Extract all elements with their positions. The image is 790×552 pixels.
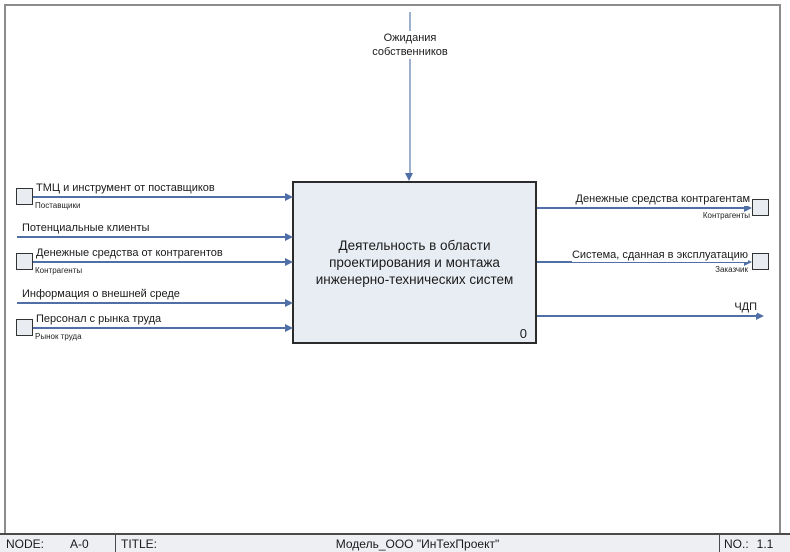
source-box-contractors [16,253,33,270]
source-label: Контрагенты [35,266,83,275]
input-arrowhead-icon [285,324,293,332]
function-box-number: 0 [519,326,527,341]
control-arrowhead-icon [405,173,413,181]
input-arrow-line [33,261,285,263]
input-arrowhead-icon [285,258,293,266]
target-label: Контрагенты [702,211,750,220]
input-arrowhead-icon [285,299,293,307]
node-label: NODE: [6,536,45,551]
input-label: ТМЦ и инструмент от поставщиков [36,182,215,195]
footer-number-cell: NO.: 1.1 [719,535,790,552]
input-arrow-line [33,327,285,329]
input-label: Информация о внешней среде [22,288,180,301]
number-label: NO.: [724,536,749,551]
source-box-labor-market [16,319,33,336]
target-label: Заказчик [715,265,748,274]
output-arrow-line [537,261,744,263]
number-value: 1.1 [756,536,774,551]
footer-node-cell: NODE: A-0 [0,535,116,552]
input-label: Денежные средства от контрагентов [36,247,223,260]
input-label: Персонал с рынка труда [36,313,162,326]
input-arrow-line [33,196,285,198]
output-label: Денежные средства контрагентам [575,193,750,206]
input-arrow-line [17,236,285,238]
source-label: Поставщики [35,201,81,210]
output-arrowhead-icon [744,204,752,212]
source-box-suppliers [16,188,33,205]
node-value: A-0 [70,536,89,551]
footer-bar: NODE: A-0 TITLE: Модель_ООО "ИнТехПроект… [0,533,790,552]
control-arrow-line [409,12,411,175]
input-label: Потенциальные клиенты [22,222,150,235]
output-arrowhead-icon [756,312,764,320]
title-value: Модель_ООО "ИнТехПроект" [335,536,500,551]
function-box-title: Деятельность в области проектирования и … [315,238,514,287]
output-arrow-line [537,207,744,209]
function-box[interactable]: Деятельность в области проектирования и … [292,181,537,344]
input-arrowhead-icon [285,233,293,241]
target-box-contractors [752,199,769,216]
source-label: Рынок труда [35,332,82,341]
input-arrowhead-icon [285,193,293,201]
output-label: Система, сданная в эксплуатацию [571,249,748,262]
target-box-customer [752,253,769,270]
output-arrow-line [537,315,756,317]
title-label: TITLE: [121,536,158,551]
output-arrowhead-icon [744,258,752,266]
control-label: Ожидания собственников [345,31,475,59]
input-arrow-line [17,302,285,304]
output-label: ЧДП [734,301,757,314]
footer-title-cell: TITLE: Модель_ООО "ИнТехПроект" [116,535,719,552]
